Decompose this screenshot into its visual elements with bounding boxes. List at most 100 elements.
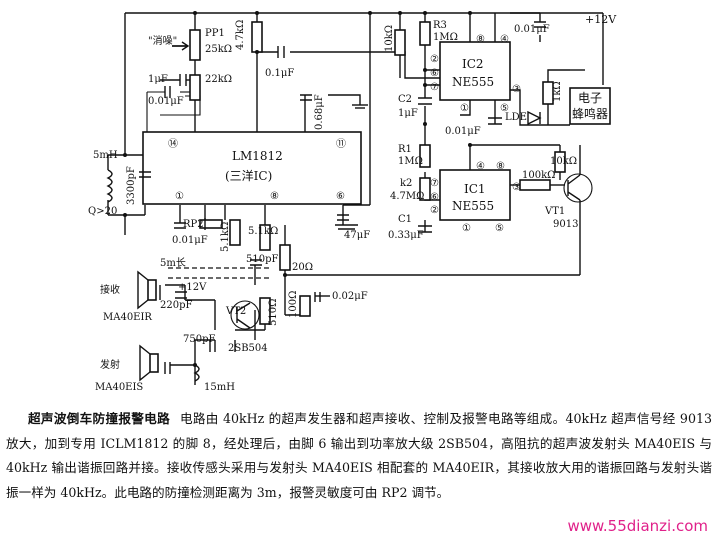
c47-label: 47μF <box>344 230 370 241</box>
ic1-pin7: ⑦ <box>430 178 439 189</box>
transducers <box>137 270 159 382</box>
r1-value: 1MΩ <box>398 156 423 167</box>
ic2-pin4: ④ <box>500 34 509 45</box>
c3300-label: 3300pF <box>126 166 137 205</box>
rx-part: MA40EIR <box>103 312 152 323</box>
rp2-label: RP2 <box>183 219 204 230</box>
c2-label: C2 <box>398 94 412 105</box>
c001-ic2-label: 0.01μF <box>514 24 550 35</box>
r3-label: R3 <box>433 20 447 31</box>
l15mh-label: 15mH <box>204 382 235 393</box>
l5mh-label: 5mH <box>93 150 118 161</box>
ic1-pin4: ④ <box>476 161 485 172</box>
lm1812-pin1: ① <box>175 191 184 202</box>
c1-value: 0.33μF <box>388 230 424 241</box>
tx-part: MA40EIS <box>95 382 143 393</box>
watermark: www.55dianzi.com <box>567 517 708 535</box>
c750-label: 750pF <box>183 334 215 345</box>
r3-value: 1MΩ <box>433 32 458 43</box>
junctions <box>123 11 472 367</box>
v12-label: +12V <box>178 282 207 293</box>
r100k-label: 100kΩ <box>522 170 555 181</box>
ic2-chip: IC2 NE555 ⑧ ④ ② ⑥ ⑦ ③ ① ⑤ <box>430 34 521 114</box>
ic1-pin8: ⑧ <box>496 161 505 172</box>
ic1-pin3: ③ <box>512 182 521 193</box>
ic2-pin8: ⑧ <box>476 34 485 45</box>
ic1-part: NE555 <box>452 199 494 213</box>
ic2-name: IC2 <box>462 57 484 71</box>
r510-label: 510Ω <box>268 299 279 326</box>
c001-rp2-label: 0.01μF <box>172 235 208 246</box>
ic1-pin2: ② <box>430 205 439 216</box>
lde-label: LDE <box>505 112 527 123</box>
component-labels: +12V "消噪" PP1 25kΩ 1μF 22kΩ 0.01μF 4.7kΩ… <box>88 13 617 393</box>
r47k-label: 4.7kΩ <box>235 20 246 50</box>
ic1-name: IC1 <box>464 182 486 196</box>
r1-label: R1 <box>398 144 412 155</box>
lm1812-pin8: ⑧ <box>270 191 279 202</box>
r51k-a-label: 5.1kΩ <box>220 222 231 252</box>
ic1-pin1: ① <box>462 223 471 234</box>
lm1812-sub: (三洋IC) <box>225 168 272 183</box>
r51k-b-label: 5.1kΩ <box>248 226 278 237</box>
ic2-pin2: ② <box>430 54 439 65</box>
transistors <box>230 173 593 330</box>
lm1812-pin6: ⑥ <box>336 191 345 202</box>
lm1812-pin14: ⑭ <box>168 138 178 150</box>
vt2-label: VT2 <box>225 306 246 317</box>
ic2-pin7: ⑦ <box>430 82 439 93</box>
len5m-label: 5m长 <box>160 257 186 269</box>
c068-label: 0.68μF <box>314 94 325 130</box>
supply-label: +12V <box>585 13 617 26</box>
ic1-pin5: ⑤ <box>495 223 504 234</box>
c2-value: 1μF <box>398 108 418 119</box>
k2-label: k2 <box>400 178 412 189</box>
vt2-part: 2SB504 <box>228 343 268 354</box>
r20-label: 20Ω <box>292 262 313 273</box>
vt1-part: 9013 <box>553 219 578 230</box>
c01-label: 0.1μF <box>265 68 294 79</box>
q20-label: Q>20 <box>88 206 117 217</box>
r1k-label: 1kΩ <box>552 81 563 102</box>
caption: 超声波倒车防撞报警电路电路由 40kHz 的超声发生器和超声接收、控制及报警电路… <box>6 407 712 505</box>
lm1812-pin11: ⑪ <box>336 138 346 150</box>
ic2-pin6: ⑥ <box>430 68 439 79</box>
vt1-label: VT1 <box>544 206 565 217</box>
potentiometers <box>172 41 206 230</box>
ic1-chip: IC1 NE555 ④ ⑧ ⑦ ⑥ ② ③ ① ⑤ <box>430 161 521 234</box>
mute-label: "消噪" <box>148 34 177 47</box>
pp1-label: PP1 <box>205 28 225 39</box>
c002-label: 0.02μF <box>332 291 368 302</box>
lm1812-name: LM1812 <box>232 149 283 163</box>
buzzer-label-2: 蜂鸣器 <box>572 106 608 121</box>
shielded-cable <box>168 267 270 279</box>
rx-label: 接收 <box>100 283 120 296</box>
c1-label: C1 <box>398 214 412 225</box>
lm1812-chip: LM1812 (三洋IC) ⑭ ⑪ ① ⑧ ⑥ <box>142 131 362 205</box>
k2-value: 4.7MΩ <box>390 191 424 202</box>
r10k-ic1-label: 10kΩ <box>550 156 577 167</box>
capacitors <box>139 21 546 374</box>
inductors <box>106 169 200 382</box>
ic1-pin6: ⑥ <box>430 192 439 203</box>
tx-label: 发射 <box>100 358 120 371</box>
buzzer-label-1: 电子 <box>578 91 602 105</box>
ic2-part: NE555 <box>452 75 494 89</box>
caption-body: 电路由 40kHz 的超声发生器和超声接收、控制及报警电路等组成。40kHz 超… <box>6 411 712 500</box>
c220-label: 220pF <box>160 300 192 311</box>
ic2-pin5: ⑤ <box>500 103 509 114</box>
ic2-pin1: ① <box>460 103 469 114</box>
led-and-buzzer <box>527 87 611 126</box>
c510-label: 510pF <box>246 254 278 265</box>
c001-bot-label: 0.01μF <box>445 126 481 137</box>
r22k-label: 22kΩ <box>205 74 232 85</box>
caption-title: 超声波倒车防撞报警电路 <box>28 411 170 426</box>
r100-label: 100Ω <box>288 291 299 318</box>
resistors <box>189 21 566 325</box>
pp1-value: 25kΩ <box>205 44 232 55</box>
c1uf-label: 1μF <box>148 74 168 85</box>
r10k-label: 10kΩ <box>384 25 395 52</box>
circuit-schematic: LM1812 (三洋IC) ⑭ ⑪ ① ⑧ ⑥ IC2 NE555 ⑧ ④ ② … <box>88 11 617 393</box>
c001-top-label: 0.01μF <box>148 96 184 107</box>
ic2-pin3: ③ <box>512 84 521 95</box>
